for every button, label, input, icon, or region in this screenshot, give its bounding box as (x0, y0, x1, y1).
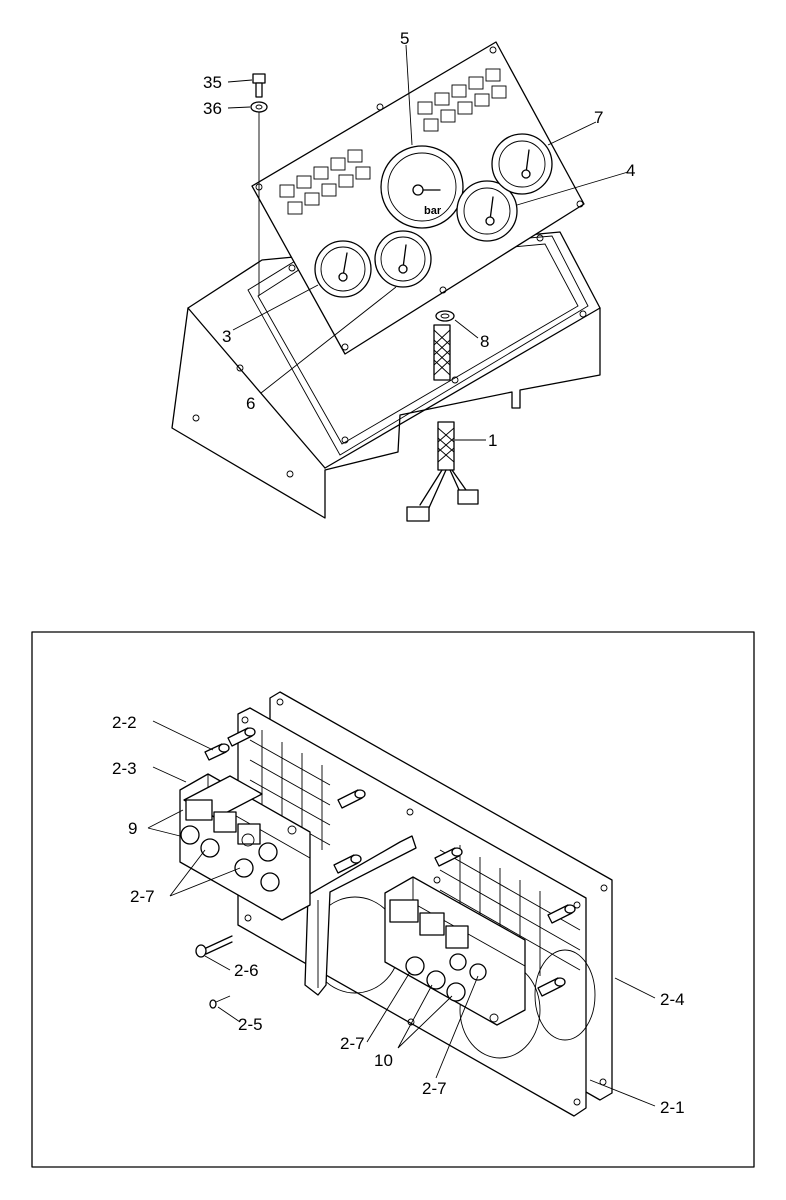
console-housing (171, 231, 601, 519)
screw-2-6 (195, 935, 233, 958)
top-assembly-drawing: bar (171, 29, 635, 522)
mounting-bracket (304, 835, 417, 996)
callout-4: 4 (626, 161, 635, 180)
gauge-4 (456, 180, 518, 242)
top-leader-lines (227, 44, 629, 441)
callout-36: 36 (203, 99, 222, 118)
gauge-large-5: bar (380, 145, 464, 229)
gauge-unit-text: bar (424, 205, 442, 217)
callout-10: 10 (374, 1051, 393, 1070)
callout-9: 9 (128, 819, 137, 838)
callout-8: 8 (480, 332, 489, 351)
callout-6: 6 (246, 394, 255, 413)
callout-2-7-center: 2-7 (340, 1034, 365, 1053)
standoff-posts (204, 727, 576, 997)
callout-2-5: 2-5 (238, 1015, 263, 1034)
callout-2-7-right: 2-7 (422, 1079, 447, 1098)
callout-2-2: 2-2 (112, 713, 137, 732)
callout-2-4: 2-4 (660, 990, 685, 1009)
callout-2-3: 2-3 (112, 759, 137, 778)
switch-module-left (179, 773, 311, 921)
callout-2-6: 2-6 (234, 961, 259, 980)
callout-2-7-left: 2-7 (130, 887, 155, 906)
callout-3: 3 (222, 327, 231, 346)
detail-assembly-drawing: 2-2 2-3 9 2-7 2-6 2-5 2-7 10 2-7 2-4 2-1 (31, 631, 755, 1168)
gauge-3 (314, 240, 372, 298)
switch-block-right (417, 68, 507, 132)
screw-2-5 (209, 995, 231, 1009)
callout-5: 5 (400, 29, 409, 48)
gauge-7 (491, 133, 553, 195)
gauge-6 (374, 230, 432, 288)
callout-1: 1 (488, 431, 497, 450)
callout-35: 35 (203, 73, 222, 92)
detail-frame (31, 631, 755, 1168)
screw-35 (252, 73, 266, 98)
callout-2-1: 2-1 (660, 1098, 685, 1117)
washer-36 (250, 101, 268, 296)
callout-7: 7 (594, 108, 603, 127)
switch-block-left (279, 149, 371, 215)
wire-harness (406, 324, 479, 522)
detail-leader-lines (147, 720, 656, 1107)
grommet-8 (435, 310, 455, 322)
